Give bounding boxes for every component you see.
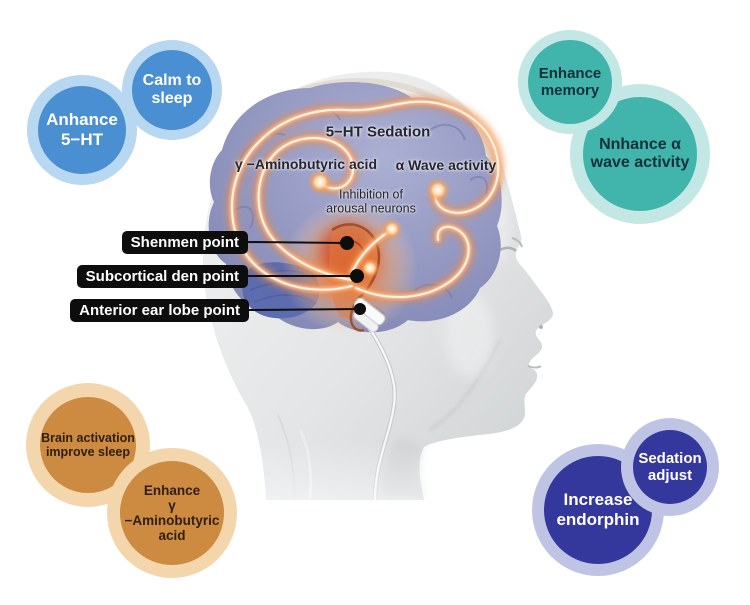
brain-label-inhibition: Inhibition of arousal neurons: [326, 187, 416, 216]
brain-label-alpha-wave: α Wave activity: [395, 156, 497, 173]
cheek-highlight: [446, 293, 494, 377]
bottom-fade: [180, 440, 600, 605]
connector-line-shenmen: [247, 241, 348, 244]
brain-label-gaba: γ −Aminobutyric acid: [235, 155, 377, 172]
glow-endpoint: [308, 170, 332, 194]
connector-line-anterior: [248, 308, 361, 311]
glow-endpoint: [382, 219, 402, 239]
mouth-line: [527, 365, 542, 369]
acupoint-label-subcortical: Subcortical den point: [76, 265, 248, 288]
bubble-enhance-memory: Enhance memory: [528, 40, 612, 124]
glow-endpoint: [360, 258, 380, 278]
nostril: [539, 325, 543, 329]
clip-lower: [353, 310, 379, 333]
acupoint-dot-anterior: [354, 303, 366, 315]
acupoint-connectors: [247, 236, 366, 315]
glow-swirls: [232, 102, 498, 297]
bubble-sedation-adjust: Sedation adjust: [633, 430, 707, 504]
brain-label-5ht-sedation: 5−HT Sedation: [325, 123, 431, 141]
bubble-enhance-gaba: Enhance γ −Aminobutyric acid: [120, 461, 224, 565]
acupoint-label-anterior: Anterior ear lobe point: [70, 299, 249, 322]
cheek-shadow-line: [429, 339, 502, 432]
glow-endpoint: [426, 178, 450, 202]
bubble-brain-activation: Brain activation improve sleep: [40, 397, 136, 493]
brow-line: [511, 237, 523, 248]
eye-line: [499, 246, 517, 252]
ear-outline: [331, 223, 381, 332]
acupoint-dot-subcortical: [350, 269, 364, 283]
bubble-calm-to-sleep: Calm to sleep: [132, 50, 212, 130]
bubble-anhance-5ht: Anhance 5−HT: [38, 86, 126, 174]
acupoint-dot-shenmen: [340, 236, 354, 250]
acupoint-label-shenmen: Shenmen point: [121, 231, 248, 254]
